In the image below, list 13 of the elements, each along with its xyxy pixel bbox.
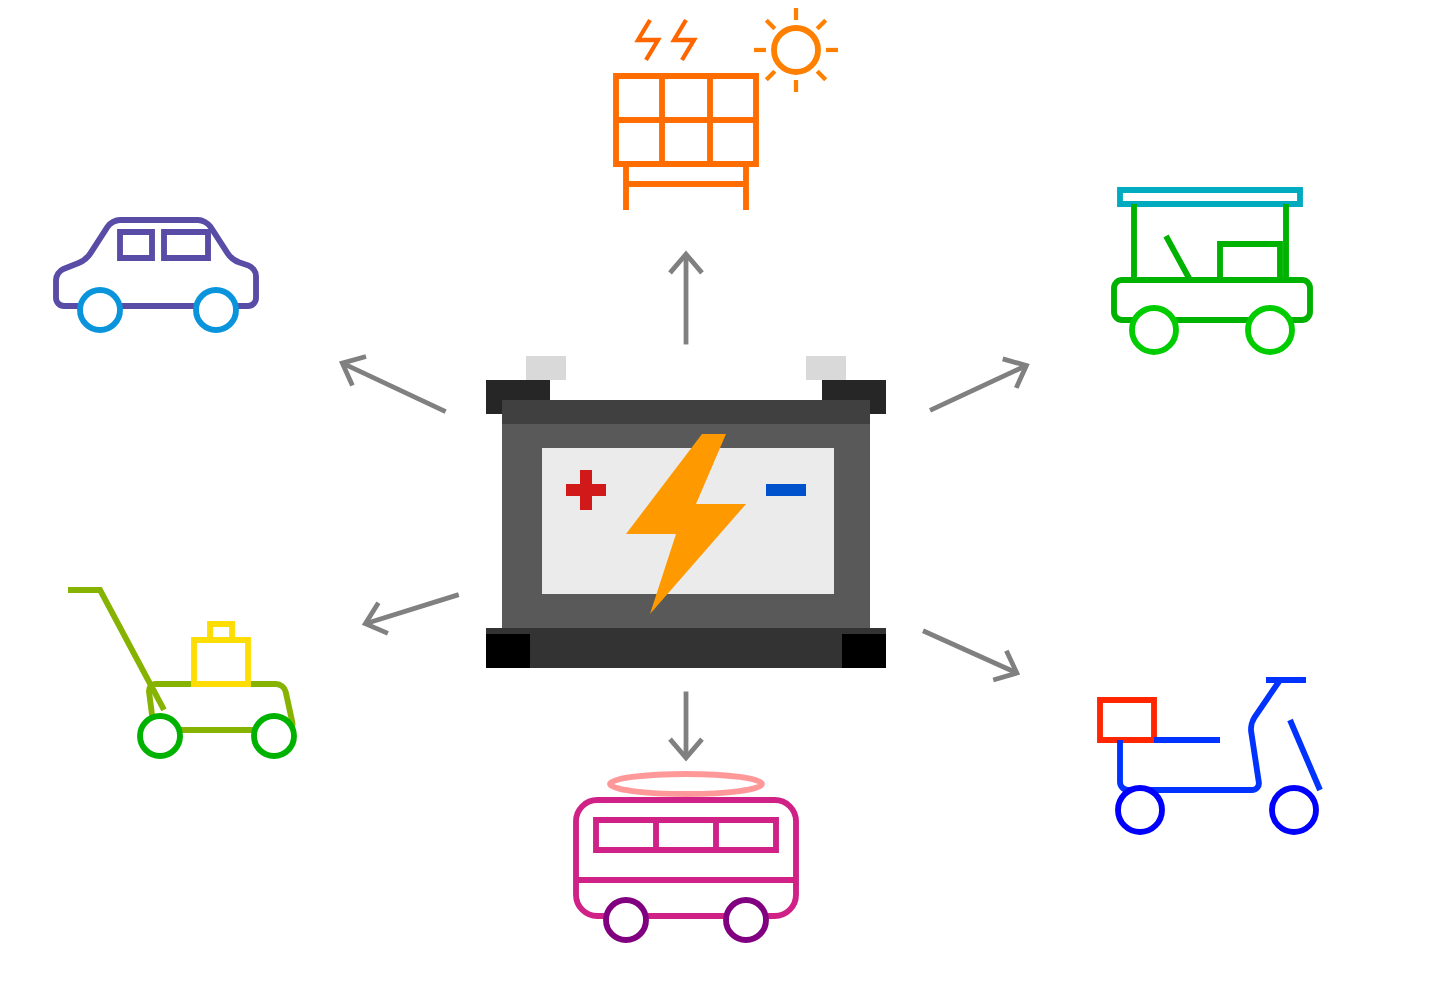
arrow	[668, 250, 704, 345]
arrow	[922, 628, 1021, 683]
arrow	[929, 356, 1030, 413]
van-drawing	[573, 771, 799, 943]
car-drawing	[53, 217, 259, 333]
arrow	[339, 354, 447, 414]
golf-cart-drawing	[1111, 187, 1313, 355]
battery-drawing	[486, 356, 886, 668]
arrow	[361, 592, 460, 636]
lawn-mower-drawing	[68, 587, 297, 759]
arrow	[668, 691, 704, 762]
solar-panel-drawing	[613, 8, 838, 213]
scooter-drawing	[1097, 677, 1323, 835]
